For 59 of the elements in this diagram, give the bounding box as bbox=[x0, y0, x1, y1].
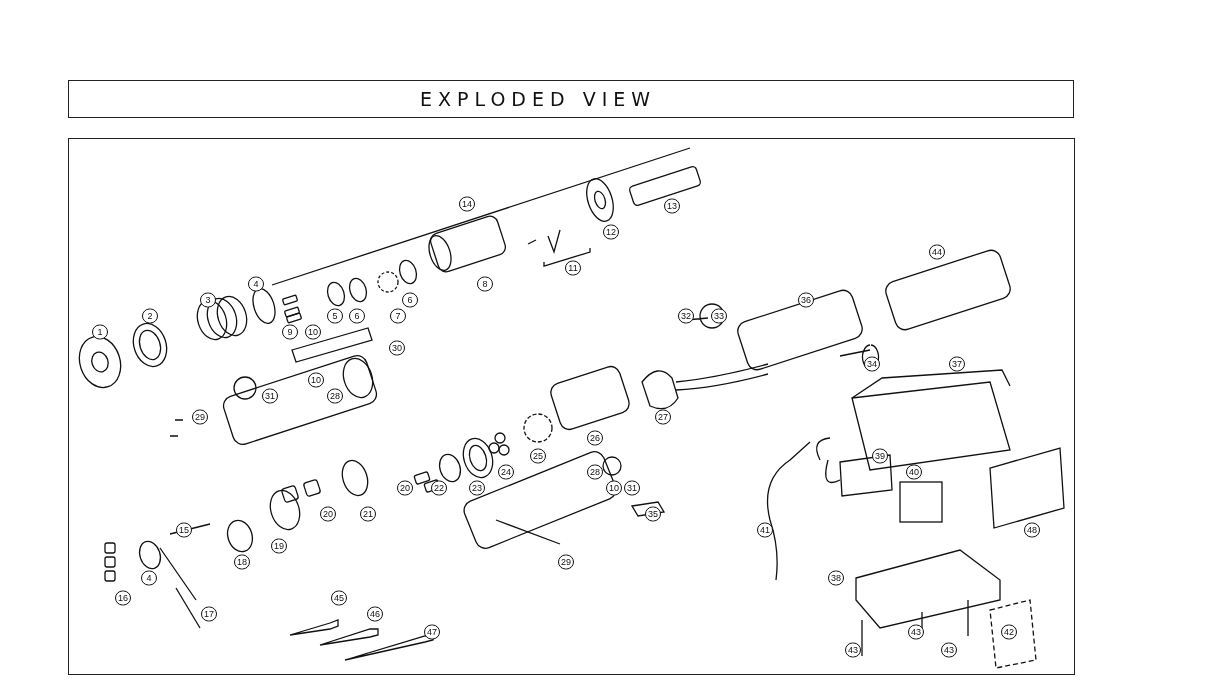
callout-number: 12 bbox=[603, 224, 619, 240]
callout-number: 17 bbox=[201, 606, 217, 622]
callout-number: 47 bbox=[424, 624, 440, 640]
callout-number: 44 bbox=[929, 244, 945, 260]
callout-number: 39 bbox=[872, 448, 888, 464]
callout-number: 41 bbox=[757, 522, 773, 538]
callout-number: 20 bbox=[320, 506, 336, 522]
callout-number: 10 bbox=[305, 324, 321, 340]
callout-number: 43 bbox=[845, 642, 861, 658]
callout-number: 18 bbox=[234, 554, 250, 570]
callout-number: 5 bbox=[327, 308, 343, 324]
callout-number: 43 bbox=[941, 642, 957, 658]
callout-number: 29 bbox=[558, 554, 574, 570]
callout-number: 30 bbox=[389, 340, 405, 356]
callout-number: 40 bbox=[906, 464, 922, 480]
callout-number: 14 bbox=[459, 196, 475, 212]
callout-number: 31 bbox=[262, 388, 278, 404]
callout-number: 16 bbox=[115, 590, 131, 606]
callout-number: 26 bbox=[587, 430, 603, 446]
callout-number: 4 bbox=[141, 570, 157, 586]
callout-number: 32 bbox=[678, 308, 694, 324]
callout-number: 34 bbox=[864, 356, 880, 372]
callout-number: 22 bbox=[431, 480, 447, 496]
callout-number: 21 bbox=[360, 506, 376, 522]
callout-number: 7 bbox=[390, 308, 406, 324]
callout-number: 33 bbox=[711, 308, 727, 324]
callout-number: 42 bbox=[1001, 624, 1017, 640]
callout-number: 11 bbox=[565, 260, 581, 276]
callout-number: 46 bbox=[367, 606, 383, 622]
callout-number: 29 bbox=[192, 409, 208, 425]
callout-number: 38 bbox=[828, 570, 844, 586]
callout-number: 43 bbox=[908, 624, 924, 640]
callout-number: 10 bbox=[308, 372, 324, 388]
callout-number: 10 bbox=[606, 480, 622, 496]
callout-number: 28 bbox=[587, 464, 603, 480]
callout-number: 8 bbox=[477, 276, 493, 292]
callout-number: 28 bbox=[327, 388, 343, 404]
callout-number: 23 bbox=[469, 480, 485, 496]
callout-number: 4 bbox=[248, 276, 264, 292]
callout-number: 48 bbox=[1024, 522, 1040, 538]
callout-number: 35 bbox=[645, 506, 661, 522]
callout-number: 20 bbox=[397, 480, 413, 496]
callout-number: 19 bbox=[271, 538, 287, 554]
callout-number: 1 bbox=[92, 324, 108, 340]
diagram-title: EXPLODED VIEW bbox=[420, 88, 657, 110]
callout-number: 3 bbox=[200, 292, 216, 308]
callout-number: 45 bbox=[331, 590, 347, 606]
callout-number: 9 bbox=[282, 324, 298, 340]
callout-number: 6 bbox=[402, 292, 418, 308]
callout-number: 15 bbox=[176, 522, 192, 538]
callout-number: 25 bbox=[530, 448, 546, 464]
callout-number: 27 bbox=[655, 409, 671, 425]
callout-number: 37 bbox=[949, 356, 965, 372]
callout-number: 31 bbox=[624, 480, 640, 496]
callout-number: 13 bbox=[664, 198, 680, 214]
callout-number: 24 bbox=[498, 464, 514, 480]
callout-number: 36 bbox=[798, 292, 814, 308]
callout-number: 6 bbox=[349, 308, 365, 324]
callout-number: 2 bbox=[142, 308, 158, 324]
